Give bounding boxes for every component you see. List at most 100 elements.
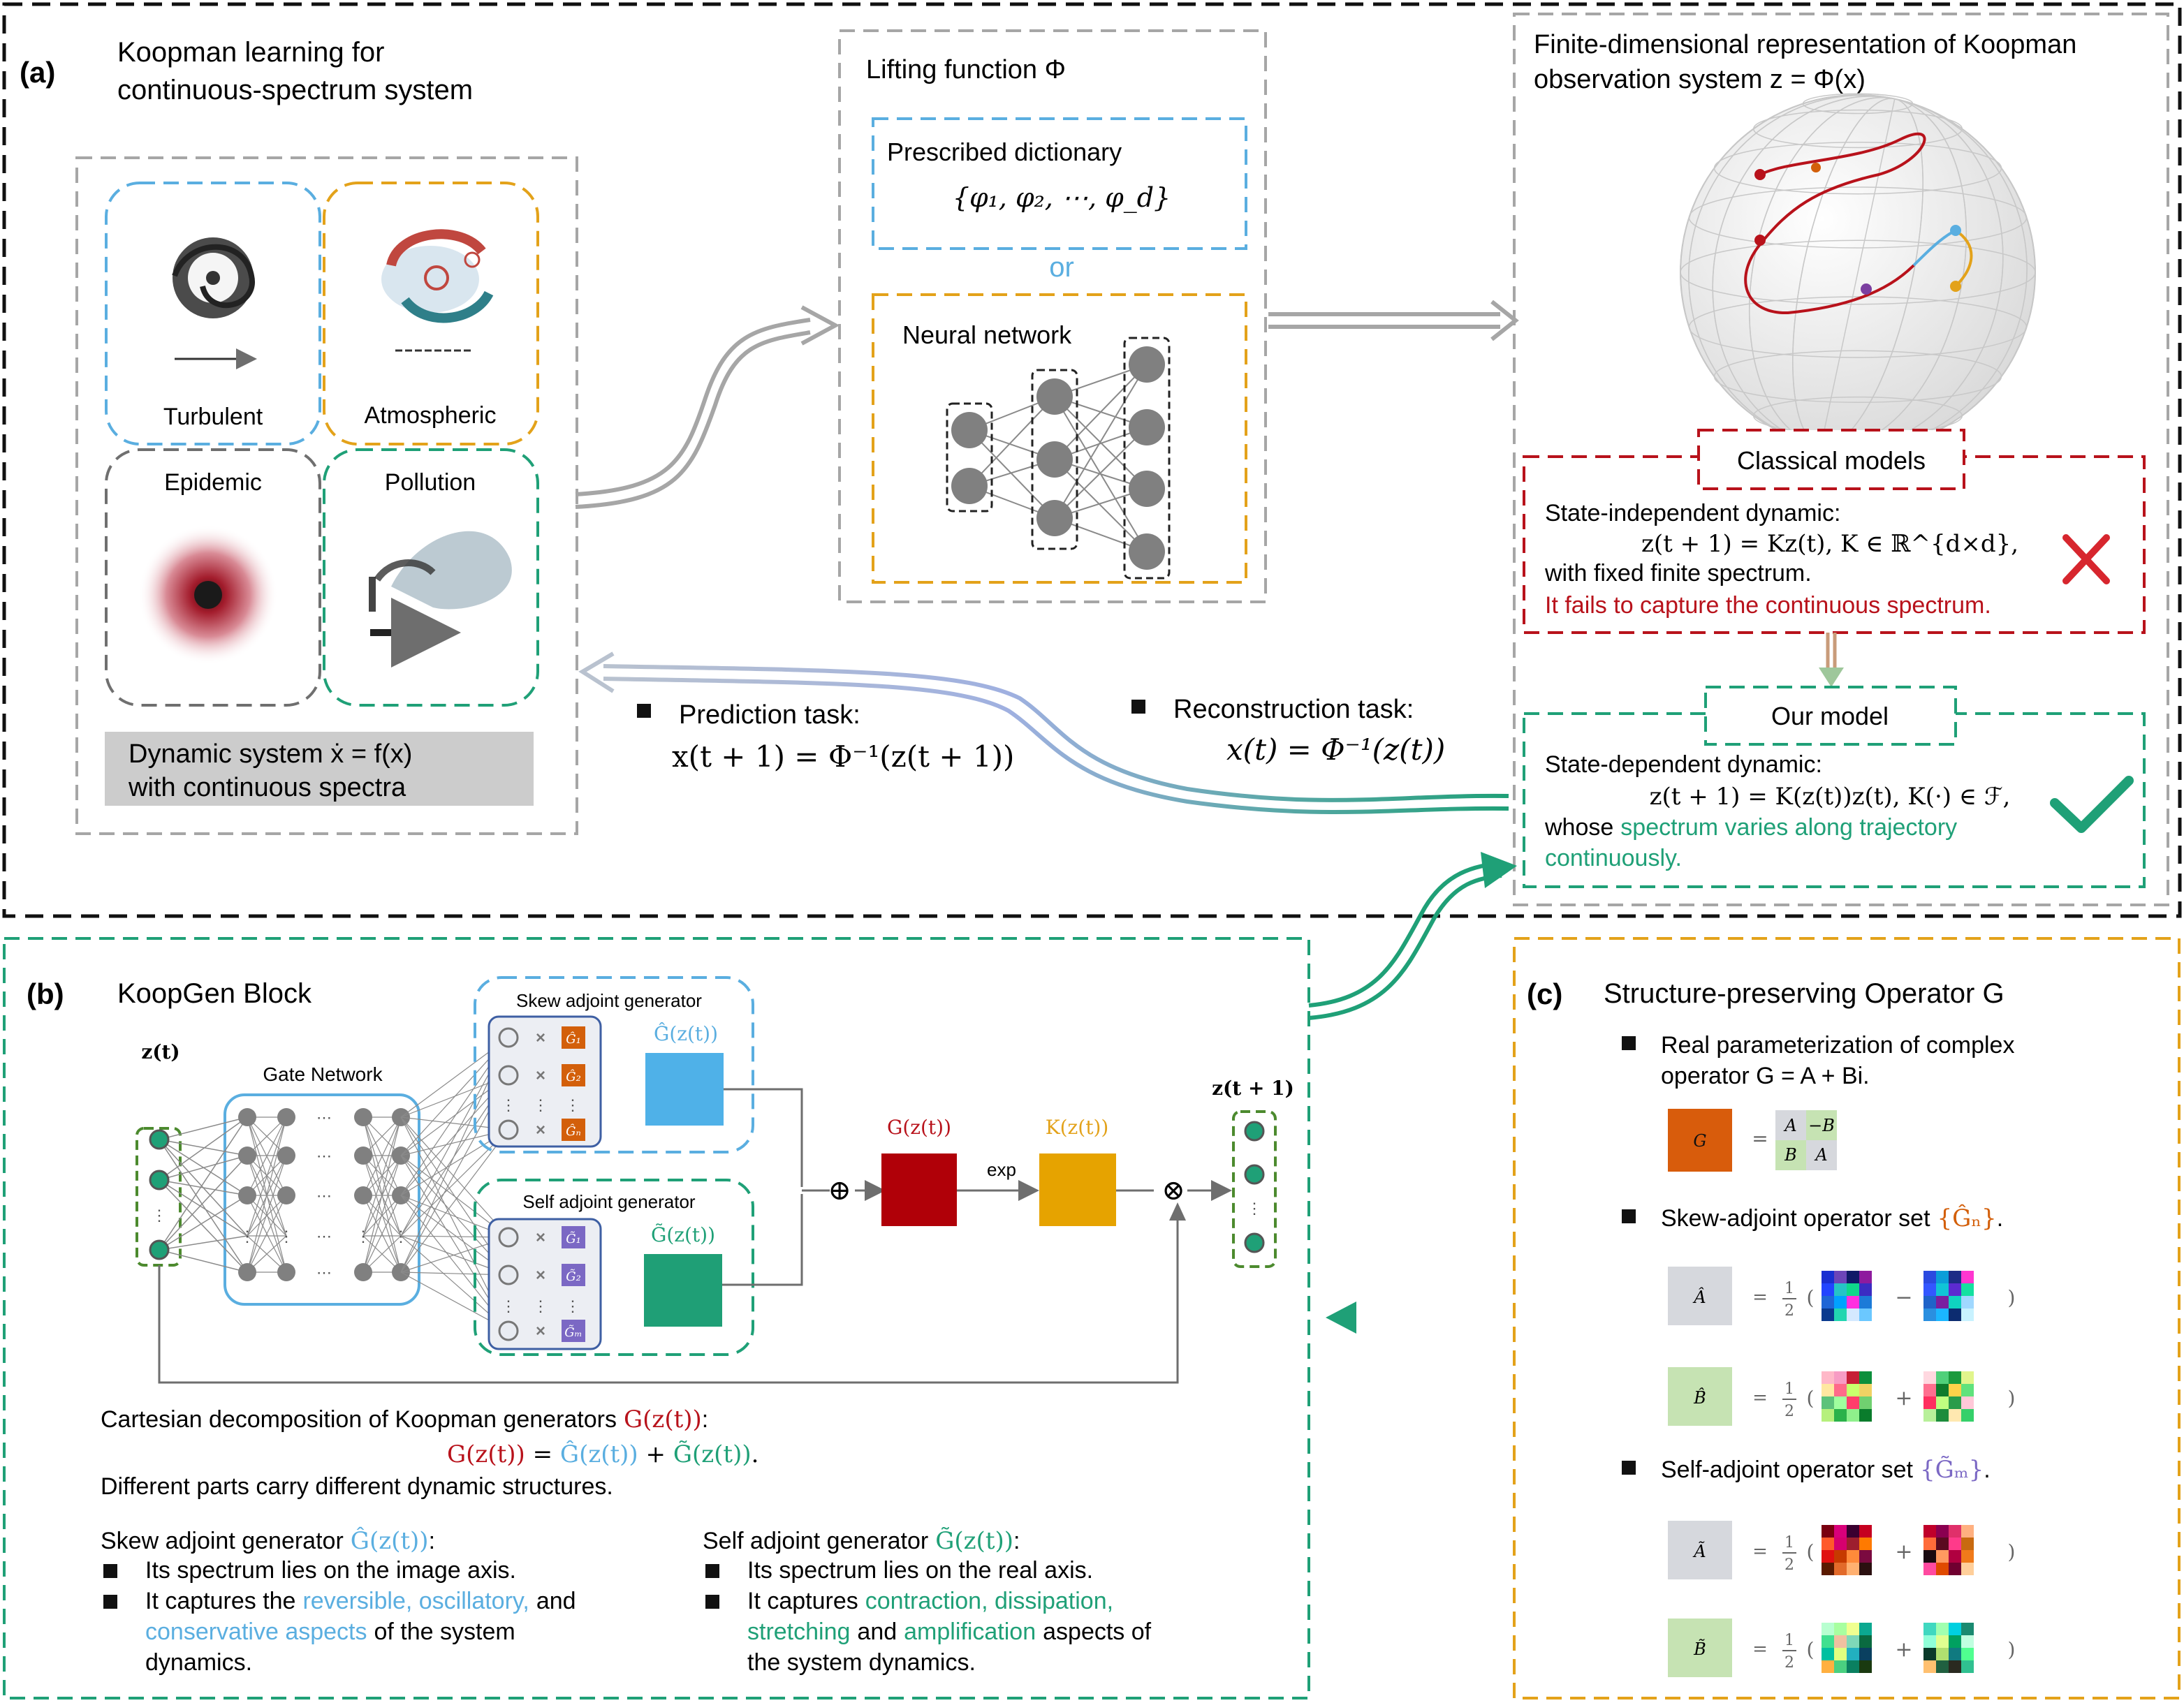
gate-ellipsis: ⋮	[240, 1228, 255, 1245]
reconstruction-bullet	[1131, 700, 1145, 714]
skew-b1: Its spectrum lies on the image axis.	[145, 1557, 516, 1584]
skew-bullet-1	[103, 1564, 117, 1578]
b-hat-equals: =	[1752, 1387, 1768, 1408]
gen-chip-label: G̃₂	[566, 1269, 581, 1284]
gen-chip-label: Ĝₙ	[566, 1123, 581, 1139]
gen-chip	[562, 1026, 585, 1049]
b-flow-lines	[158, 1088, 1232, 1384]
skew-chip-panel	[488, 1015, 602, 1148]
self-gen-rows: ×G̃₁×G̃₂⋮⋮⋮×G̃ₘ	[498, 1226, 585, 1342]
ours-whose: whose	[1544, 814, 1613, 841]
half-numerator: 1	[1784, 1534, 1794, 1551]
c-b1-line2: operator G = A + Bi.	[1661, 1063, 1870, 1089]
self-b1: Its spectrum lies on the real axis.	[747, 1557, 1093, 1584]
nn-node	[1129, 346, 1165, 383]
a-tilde-matrix-left-cell	[1834, 1538, 1847, 1550]
b-hat-matrix-left-cell	[1822, 1409, 1834, 1422]
nn-node	[1036, 378, 1073, 415]
a-tilde-matrix-left-cell	[1859, 1550, 1872, 1563]
gen-chip	[562, 1320, 585, 1342]
left-paren: (	[1807, 1387, 1815, 1410]
gate-edge	[159, 1195, 248, 1251]
b-hat-matrix-right-cell	[1949, 1384, 1961, 1396]
gate-ellipsis: ⋮	[279, 1228, 294, 1245]
b-hat-matrix-right-cell	[1923, 1384, 1936, 1396]
half-denominator: 2	[1784, 1556, 1794, 1574]
a-tilde-matrix-left-cell	[1847, 1525, 1859, 1538]
gen-chip-label: Ĝ₂	[566, 1068, 581, 1084]
b-tilde-matrix-left-cell	[1847, 1648, 1859, 1660]
gen-chip-label: Ĝ₁	[566, 1031, 581, 1047]
a-tilde-matrix-right-cell	[1923, 1525, 1936, 1538]
gen-node	[498, 1320, 519, 1341]
nn-node	[951, 412, 988, 448]
a-hat-operator: −	[1895, 1285, 1912, 1310]
b-tilde-matrix-right-cell	[1936, 1635, 1949, 1648]
zt-node	[149, 1170, 170, 1190]
b-hat-matrix-right-cell	[1923, 1396, 1936, 1409]
b-tilde-matrix-right-cell	[1923, 1635, 1936, 1648]
a-hat-matrix-right-cell	[1923, 1308, 1936, 1321]
a-tilde-equals: =	[1752, 1541, 1768, 1562]
pollution-illustration	[369, 531, 512, 668]
nn-layer-box	[1123, 337, 1171, 580]
b-tilde-matrix-left-cell	[1834, 1660, 1847, 1673]
ghat-label: Ĝ(z(t))	[654, 1022, 718, 1045]
gate-edge	[159, 1179, 248, 1273]
different-parts: Different parts carry different dynamic …	[101, 1473, 613, 1500]
skew-head-colon: :	[429, 1528, 435, 1554]
zt1-column	[1232, 1110, 1277, 1268]
gate-edge	[362, 1116, 402, 1196]
a-hat-matrix-right-cell	[1936, 1271, 1949, 1283]
a-hat-matrix-left-cell	[1859, 1296, 1872, 1308]
a-hat-matrix-right-cell	[1961, 1283, 1974, 1296]
skew-b2-blue1: reversible, oscillatory,	[302, 1588, 529, 1614]
c-b2-set: {Ĝₙ}	[1937, 1204, 1997, 1232]
epidemic-box	[105, 448, 321, 707]
a-tilde-matrix-right-cell	[1936, 1550, 1949, 1563]
reconstruction-label: Reconstruction task:	[1173, 695, 1414, 724]
zt1-node	[1244, 1121, 1265, 1142]
gate-node	[238, 1147, 256, 1165]
a-tilde-matrix-left-cell	[1822, 1563, 1834, 1575]
gate-edge	[247, 1195, 287, 1237]
gen-ellipsis: ⋮	[501, 1297, 516, 1315]
half-denominator: 2	[1784, 1302, 1794, 1320]
classical-line1: State-independent dynamic:	[1545, 500, 1840, 526]
b-hat-matrix-right-cell	[1923, 1409, 1936, 1422]
a-hat-matrix-right-cell	[1949, 1283, 1961, 1296]
zt-node	[149, 1129, 170, 1150]
turbulent-illustration	[172, 237, 257, 369]
exp-label: exp	[987, 1159, 1016, 1180]
gate-node	[354, 1263, 372, 1281]
eq-ghat: Ĝ(z(t))	[560, 1440, 638, 1468]
nn-node	[951, 468, 988, 504]
b-hat-matrix-left-cell	[1859, 1371, 1872, 1384]
atmospheric-box	[323, 182, 539, 445]
nn-node	[1129, 409, 1165, 445]
self-head-gtilde: G̃(z(t))	[935, 1527, 1013, 1555]
a-tilde-matrix-right-cell	[1949, 1538, 1961, 1550]
b-tilde-equals: =	[1752, 1639, 1768, 1660]
operator-rows: Â=12(−)B̂=12(+)Ã=12(+)B̃=12(+)	[1668, 1267, 2015, 1677]
b-hat-matrix-left-cell	[1859, 1384, 1872, 1396]
a-tilde-matrix-left-cell	[1822, 1550, 1834, 1563]
cartesian-colon: :	[702, 1406, 708, 1433]
kz-block	[1039, 1153, 1116, 1226]
right-paren: )	[2008, 1387, 2016, 1410]
multiply-icon: ×	[536, 1121, 545, 1140]
complex-matrix	[1775, 1110, 1837, 1170]
a-tilde-matrix-left-cell	[1834, 1550, 1847, 1563]
a-hat-matrix-right-cell	[1936, 1296, 1949, 1308]
a-tilde-matrix-right-cell	[1936, 1525, 1949, 1538]
representation-line2: observation system z = Φ(x)	[1534, 65, 1866, 94]
koopman-sphere	[1680, 93, 2036, 452]
back-arrow-head	[578, 651, 615, 693]
gate-ellipsis: ⋯	[316, 1109, 332, 1126]
a-tilde-matrix-right-cell	[1949, 1550, 1961, 1563]
dictionary-formula: {φ₁, φ₂, ⋯, φ_d}	[953, 182, 1171, 214]
a-tilde-matrix-left-cell	[1822, 1538, 1834, 1550]
